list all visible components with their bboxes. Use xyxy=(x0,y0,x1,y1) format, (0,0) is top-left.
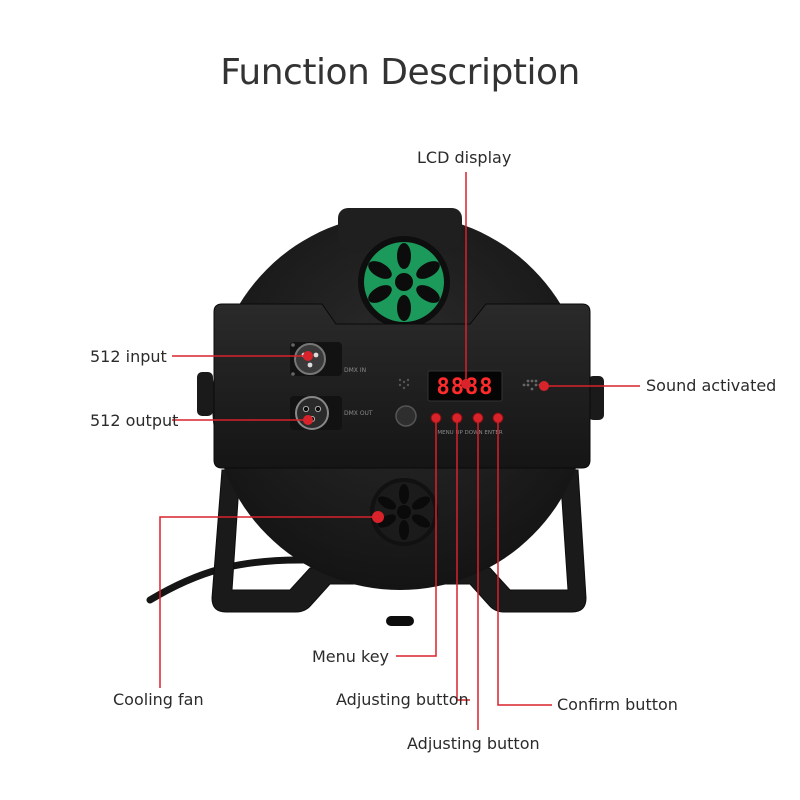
label-cooling-fan: Cooling fan xyxy=(113,690,204,709)
dmx-out-text: DMX OUT xyxy=(344,410,373,417)
top-fan xyxy=(358,236,450,328)
callout-line-adj1 xyxy=(456,418,470,701)
label-menu-key: Menu key xyxy=(312,647,390,666)
callout-line-fan xyxy=(159,516,378,688)
left-mic-grille xyxy=(398,378,410,390)
label-adjusting-button-2: Adjusting button xyxy=(407,734,540,753)
sound-sensor xyxy=(522,379,542,391)
dmx-out-connector xyxy=(290,396,342,430)
dmx-in-text: DMX IN xyxy=(344,367,366,374)
bottom-fan xyxy=(370,478,438,546)
callout-line-confirm xyxy=(497,418,552,706)
label-512-output: 512 output xyxy=(90,411,179,430)
fuse-holder xyxy=(395,405,417,427)
label-adjusting-button-1: Adjusting button xyxy=(336,690,469,709)
housing-top-tab xyxy=(338,208,462,248)
page-title: Function Description xyxy=(220,52,580,93)
label-confirm-button: Confirm button xyxy=(557,695,678,714)
label-sound-activated: Sound activated xyxy=(646,376,777,395)
callout-line-menu xyxy=(396,418,437,657)
callout-dot-sound xyxy=(539,381,549,391)
callout-dot-lcd xyxy=(461,379,471,389)
dmx-in-connector xyxy=(290,342,342,376)
callout-dot-input xyxy=(303,351,313,361)
callout-lines xyxy=(159,172,640,730)
left-knob xyxy=(197,372,213,416)
right-knob xyxy=(588,376,604,420)
callout-dot-fan xyxy=(372,511,384,523)
callout-dots xyxy=(303,351,549,523)
button-row-text: MENU UP DOWN ENTER xyxy=(437,430,502,436)
control-panel xyxy=(213,303,591,469)
mounting-bracket xyxy=(211,469,587,613)
bracket-slot xyxy=(386,616,414,626)
label-lcd-display: LCD display xyxy=(417,148,512,167)
label-512-input: 512 input xyxy=(90,347,167,366)
callout-dot-output xyxy=(303,415,313,425)
